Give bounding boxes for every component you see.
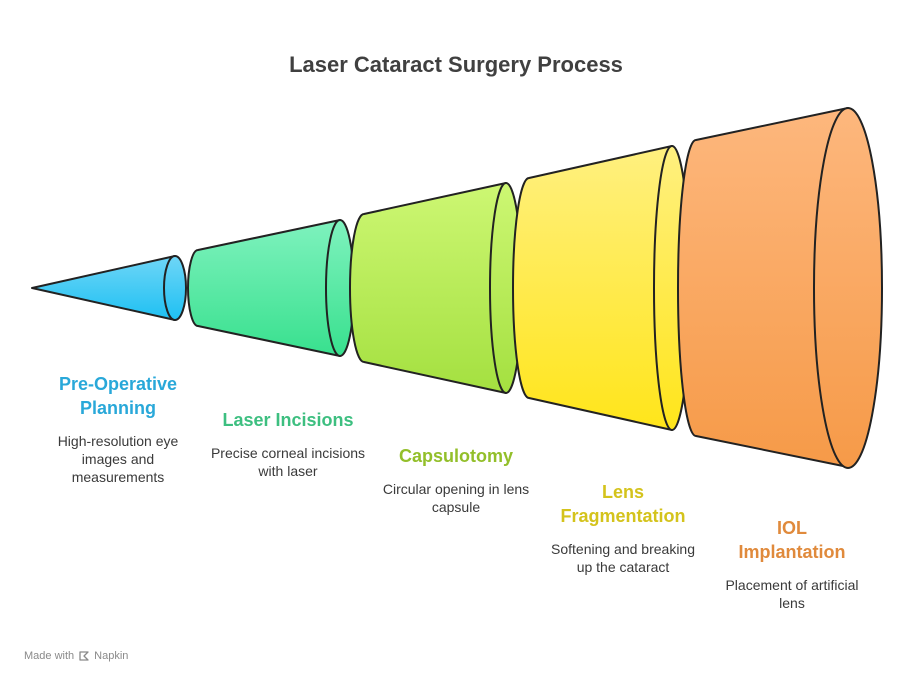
funnel-segment-capsulotomy — [349, 182, 523, 394]
step-pre-operative-planning: Pre-Operative Planning High-resolution e… — [38, 372, 198, 486]
step-title: Capsulotomy — [398, 446, 513, 466]
step-title: Laser Incisions — [222, 410, 354, 430]
step-description: Precise corneal incisions with laser — [210, 445, 366, 479]
step-iol-implantation: IOL Implantation Placement of artificial… — [722, 516, 862, 612]
funnel-segment-iol-implantation — [677, 107, 883, 469]
made-with-napkin: Made with Napkin — [24, 650, 128, 662]
step-description: Softening and breaking up the cataract — [551, 541, 695, 575]
step-laser-incisions: Laser Incisions Precise corneal incision… — [208, 408, 368, 480]
step-description: Placement of artificial lens — [725, 577, 859, 611]
made-with-label: Made with — [24, 650, 75, 662]
funnel-segment-lens-fragmentation — [512, 145, 691, 431]
funnel-segment-pre-operative-planning — [31, 255, 187, 321]
napkin-brand-label: Napkin — [94, 650, 129, 662]
diagram-title: Laser Cataract Surgery Process — [289, 52, 623, 77]
step-capsulotomy: Capsulotomy Circular opening in lens cap… — [378, 444, 534, 516]
napkin-logo-icon — [79, 651, 89, 661]
step-title: IOL Implantation — [738, 518, 846, 562]
step-title: Pre-Operative Planning — [58, 374, 178, 418]
funnel-segment-laser-incisions — [187, 219, 355, 357]
step-description: High-resolution eye images and measureme… — [57, 433, 179, 485]
step-lens-fragmentation: Lens Fragmentation Softening and breakin… — [548, 480, 698, 576]
step-description: Circular opening in lens capsule — [382, 481, 530, 515]
step-title: Lens Fragmentation — [560, 482, 686, 526]
